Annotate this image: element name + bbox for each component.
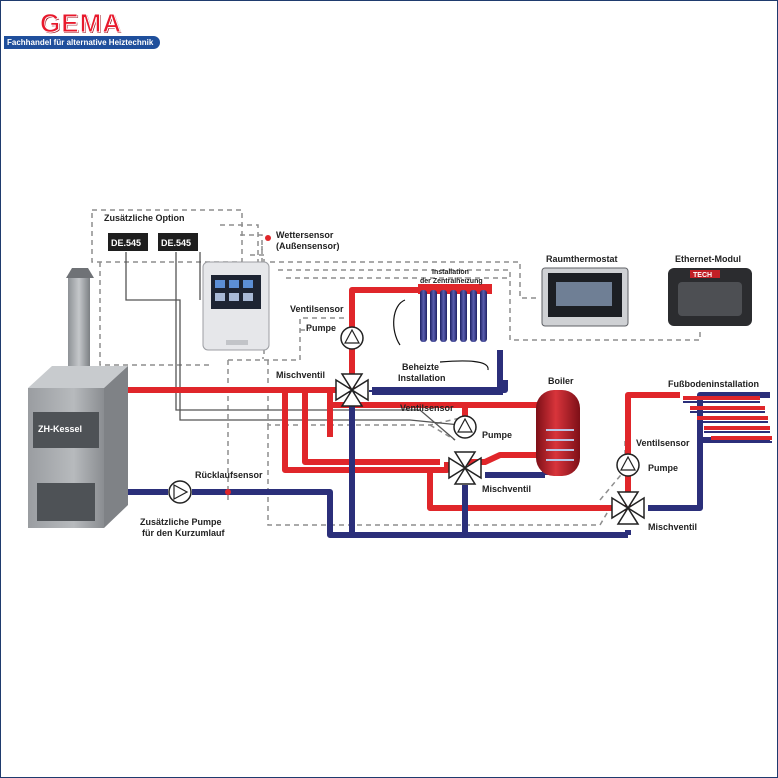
heated-installation-label-2: Installation (398, 373, 446, 383)
option-title: Zusätzliche Option (104, 213, 185, 223)
return-sensor-label: Rücklaufsensor (195, 470, 263, 480)
weather-sensor-label-1: Wettersensor (276, 230, 334, 240)
room-thermostat-label: Raumthermostat (546, 254, 618, 264)
mixing-valve-1-label: Mischventil (276, 370, 325, 380)
logo-wordmark: GEMA (40, 8, 122, 39)
radiator (418, 284, 492, 342)
pump-3-label: Pumpe (648, 463, 678, 473)
mixing-valve-1-icon (335, 373, 369, 407)
pump-1-label: Pumpe (306, 323, 336, 333)
module-wiring (125, 252, 461, 441)
logo-tagline: Fachhandel für alternative Heiztechnik (4, 36, 160, 49)
valve-sensor-3-label: Ventilsensor (636, 438, 690, 448)
de545-module-2-label: DE.545 (161, 238, 191, 248)
boiler-tank (536, 390, 580, 476)
zh-kessel-boiler (28, 268, 128, 528)
valve-sensor-2-label: Ventilsensor (400, 403, 454, 413)
return-sensor-icon (225, 489, 231, 495)
extra-pump-label-1: Zusätzliche Pumpe (140, 517, 222, 527)
boiler-tank-label: Boiler (548, 376, 574, 386)
weather-sensor-icon (265, 235, 271, 241)
mixing-valve-3-label: Mischventil (648, 522, 697, 532)
extra-pump-label-2: für den Kurzumlauf (142, 528, 226, 538)
heated-installation-label-1: Beheizte (402, 362, 439, 372)
de545-module-1 (108, 233, 148, 251)
gema-logo: GEMA Fachhandel für alternative Heiztech… (4, 8, 162, 50)
installation-label-2: der Zentralheizung (420, 278, 483, 285)
mixing-valve-2-label: Mischventil (482, 484, 531, 494)
room-thermostat (541, 267, 629, 327)
ethernet-module (668, 268, 752, 326)
tech-brand-label: TECH (693, 272, 712, 279)
installation-label-1: Installation (432, 269, 469, 276)
de545-module-1-label: DE.545 (111, 238, 141, 248)
valve-sensor-1-label: Ventilsensor (290, 304, 344, 314)
de545-module-2 (158, 233, 198, 251)
main-controller (202, 261, 270, 351)
pump-2-label: Pumpe (482, 430, 512, 440)
mixing-valve-2-icon (448, 451, 482, 485)
floor-installation-label: Fußbodeninstallation (668, 379, 759, 389)
mixing-valve-3-icon (611, 491, 645, 525)
circulation-arrow-icon (393, 299, 406, 346)
return-pipe-installation (372, 350, 503, 395)
floor-heating-loops (683, 396, 772, 443)
zh-kessel-label: ZH-Kessel (38, 424, 82, 434)
weather-sensor-label-2: (Außensensor) (276, 241, 340, 251)
ethernet-module-label: Ethernet-Modul (675, 254, 741, 264)
flow-arrow-icon (439, 360, 489, 371)
